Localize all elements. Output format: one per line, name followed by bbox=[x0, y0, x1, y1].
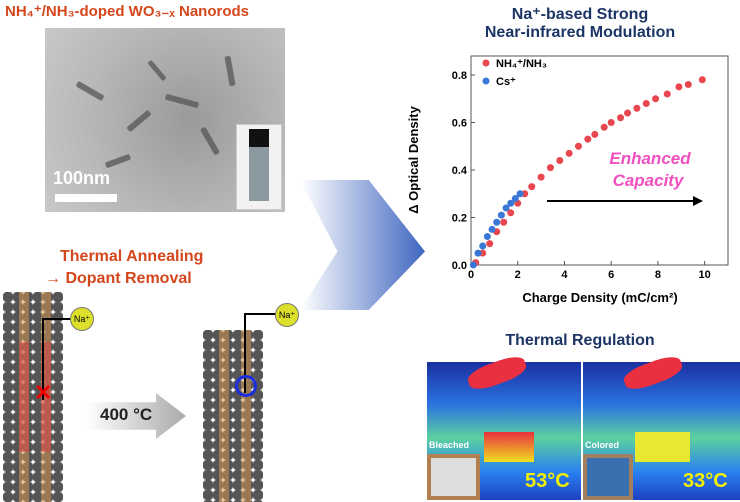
vial-photo bbox=[236, 124, 282, 210]
nh4-point bbox=[633, 104, 641, 112]
cs-point bbox=[502, 204, 510, 212]
chart-title-2: Near-infrared Modulation bbox=[484, 24, 676, 41]
x-tick-label: 6 bbox=[608, 269, 614, 281]
colored-label: Colored bbox=[585, 440, 620, 450]
blocked-x-icon: ✕ bbox=[34, 380, 53, 405]
nh4-point bbox=[698, 76, 706, 84]
nh4-point bbox=[584, 135, 592, 143]
bleached-label: Bleached bbox=[429, 440, 470, 450]
nh4-point bbox=[652, 95, 660, 103]
y-tick-label: 0.0 bbox=[452, 260, 467, 272]
legend-cs-marker bbox=[482, 77, 490, 85]
nh4-point bbox=[486, 240, 494, 248]
cs-point bbox=[483, 233, 491, 240]
scale-bar-label: 100nm bbox=[53, 168, 111, 188]
ir-image-bleached: Bleached 53°C bbox=[427, 352, 581, 500]
capacity-arrowhead bbox=[693, 196, 703, 206]
cs-point bbox=[474, 249, 482, 257]
annealed-lattice bbox=[203, 330, 263, 502]
annotation-1: Enhanced bbox=[609, 149, 691, 168]
annealing-title: Thermal Annealing bbox=[60, 248, 204, 265]
cs-point bbox=[493, 218, 501, 226]
legend-cs: Cs⁺ bbox=[496, 76, 516, 88]
bleached-photo bbox=[427, 454, 480, 500]
nh4-point bbox=[591, 130, 599, 138]
scale-bar bbox=[55, 194, 117, 202]
cs-point bbox=[488, 225, 496, 233]
nh4-point bbox=[642, 100, 650, 107]
nh4-point bbox=[556, 157, 564, 164]
colored-temp: 33°C bbox=[683, 470, 728, 492]
na-ion: Na⁺ bbox=[70, 307, 94, 331]
nh4-point bbox=[574, 142, 582, 150]
y-axis-label: Δ Optical Density bbox=[406, 105, 421, 213]
nh4-point bbox=[565, 149, 573, 157]
dopant-removal-title: → Dopant Removal bbox=[45, 270, 192, 287]
nh4-point bbox=[607, 119, 615, 126]
cs-point bbox=[516, 190, 524, 198]
open-channel-icon bbox=[235, 375, 257, 397]
x-axis-label: Charge Density (mC/cm²) bbox=[522, 290, 677, 305]
nh4-point bbox=[507, 209, 515, 217]
cs-point bbox=[479, 242, 487, 250]
nh4-point bbox=[537, 173, 545, 181]
thermal-title: Thermal Regulation bbox=[505, 332, 655, 349]
nh4-point bbox=[663, 90, 671, 98]
y-tick-label: 0.8 bbox=[452, 70, 467, 82]
nh4-point bbox=[600, 123, 608, 131]
tem-image: 100nm bbox=[45, 28, 285, 212]
x-tick-label: 8 bbox=[655, 269, 661, 281]
legend-nh4-marker bbox=[482, 59, 490, 67]
nh4-point bbox=[500, 218, 508, 226]
nh4-point bbox=[617, 114, 625, 122]
nanorods-title: NH₄⁺/NH₃-doped WO₃₋ₓ Nanorods bbox=[5, 3, 249, 20]
legend-nh4: NH₄⁺/NH₃ bbox=[496, 58, 547, 70]
cs-point bbox=[507, 199, 515, 207]
annotation-2: Capacity bbox=[613, 171, 685, 190]
x-tick-label: 0 bbox=[468, 269, 474, 281]
chart: 0 2 4 6 8 10 0.0 0.2 0.4 0.6 0.8 NH₄⁺/NH₃ Cs⁺ Enha… bbox=[406, 55, 729, 305]
colored-photo bbox=[583, 454, 633, 500]
plot-frame bbox=[470, 55, 729, 266]
nh4-point bbox=[528, 183, 536, 191]
nh4-point bbox=[546, 164, 554, 172]
ir-image-colored: Colored 33°C bbox=[583, 352, 740, 500]
doped-lattice bbox=[3, 292, 63, 502]
chart-title-1: Na⁺-based Strong bbox=[511, 6, 649, 23]
cs-point bbox=[497, 211, 505, 219]
y-tick-label: 0.2 bbox=[452, 213, 467, 225]
nh4-point bbox=[624, 109, 632, 117]
cs-point bbox=[469, 261, 477, 269]
y-tick-label: 0.4 bbox=[452, 165, 468, 177]
nh4-point bbox=[684, 81, 692, 88]
y-tick-label: 0.6 bbox=[452, 118, 467, 130]
x-tick-label: 4 bbox=[561, 269, 568, 281]
cs-point bbox=[511, 195, 519, 202]
bleached-temp: 53°C bbox=[525, 470, 570, 492]
x-tick-label: 2 bbox=[515, 269, 521, 281]
temperature-label: 400 °C bbox=[100, 405, 153, 424]
na-ion-annealed: Na⁺ bbox=[275, 303, 299, 327]
nh4-point bbox=[675, 83, 683, 91]
x-tick-label: 10 bbox=[699, 269, 711, 281]
